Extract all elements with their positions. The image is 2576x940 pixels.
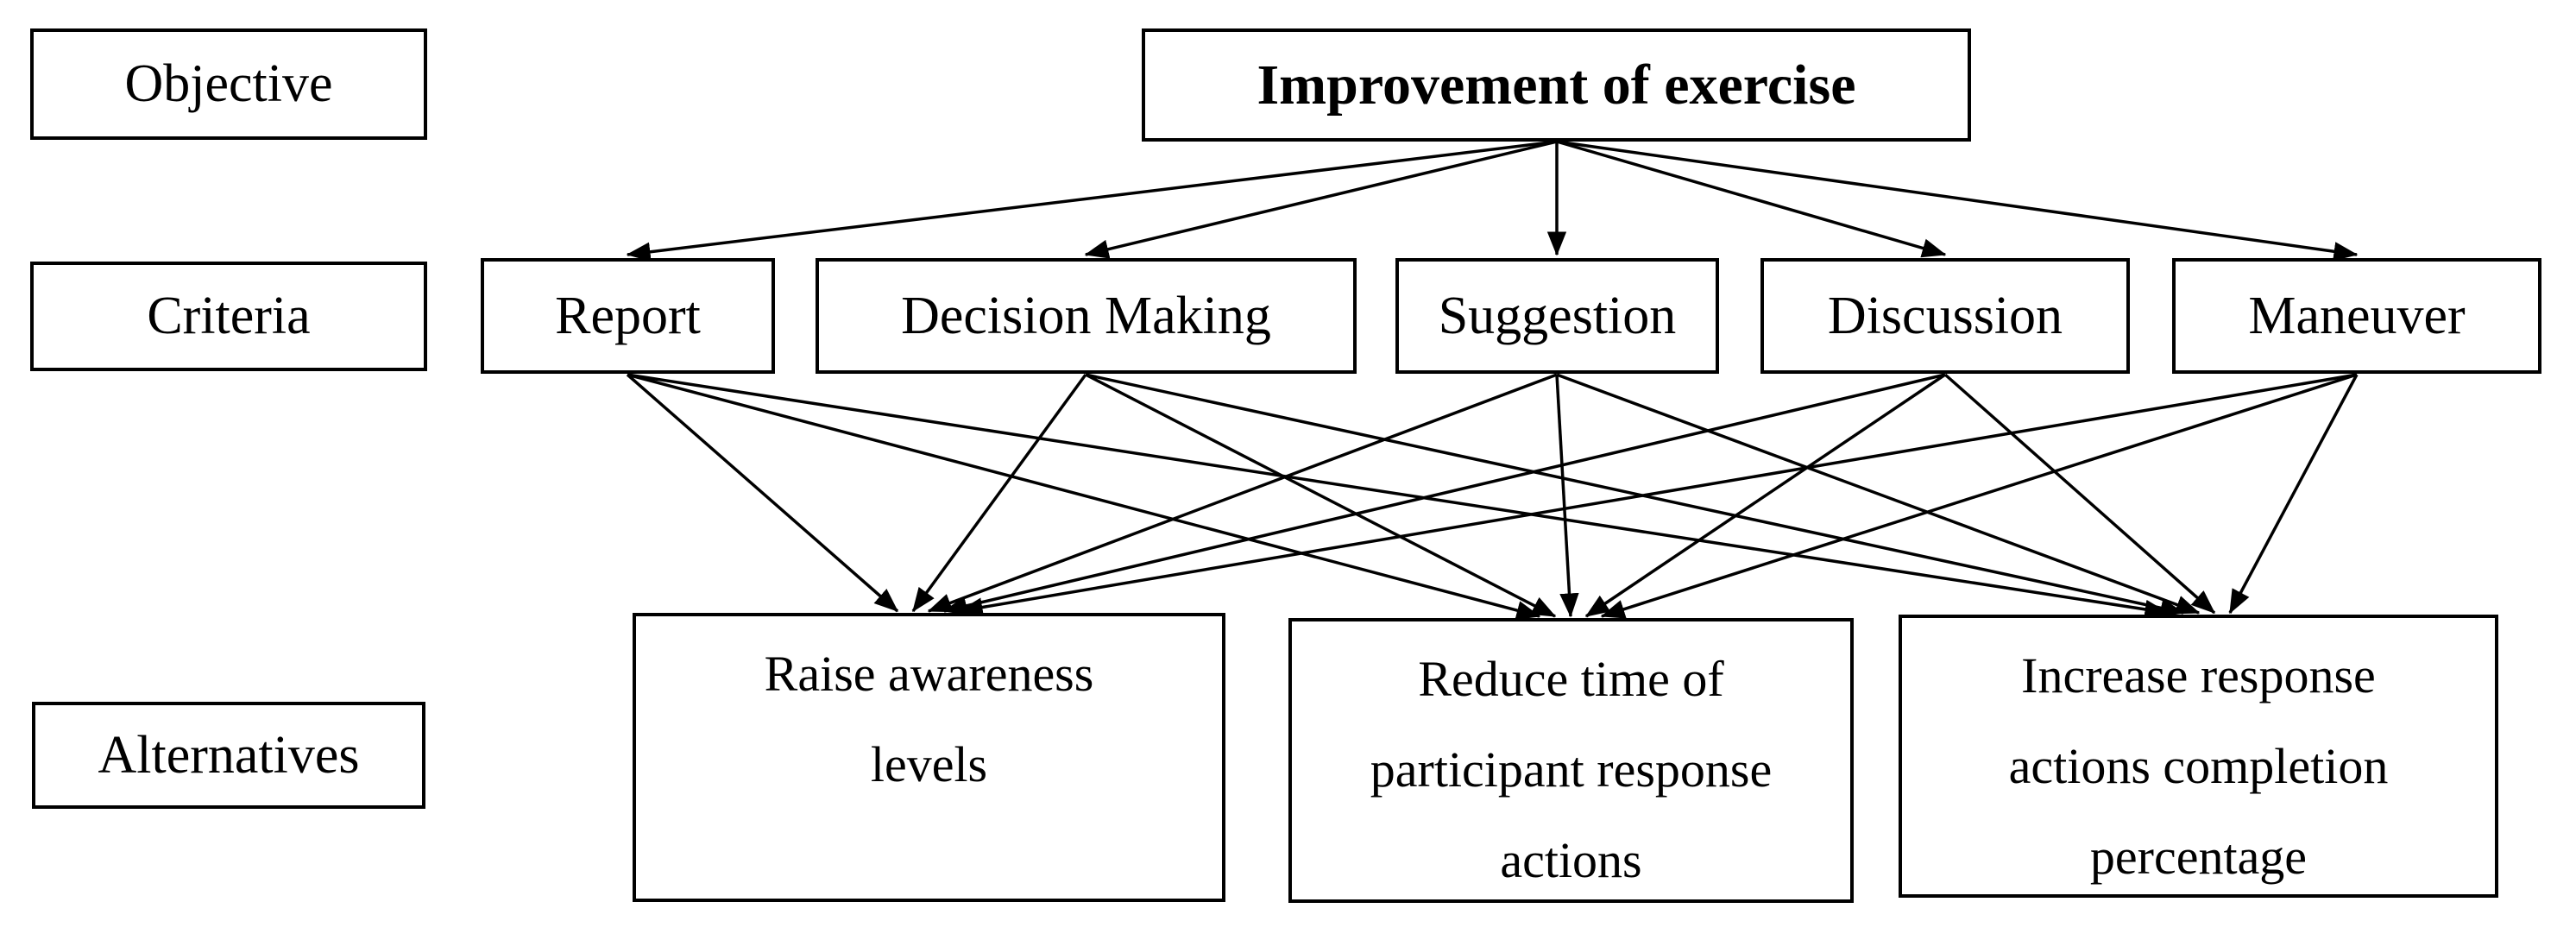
- arrow-objective-to-report: [626, 140, 1558, 262]
- objective-label: Improvement of exercise: [1257, 53, 1856, 117]
- row-label-objective: Objective: [124, 54, 333, 113]
- arrow-objective-to-maneuver: [1556, 140, 2359, 262]
- arrow-suggestion-to-reduce-time: [1555, 374, 1579, 618]
- criteria-node-suggestion: Suggestion: [1395, 258, 1719, 374]
- alternative-label-raise-awareness: Raise awareness levels: [764, 646, 1094, 792]
- row-label-objective-box: Objective: [30, 28, 427, 140]
- arrow-maneuver-to-raise-awareness: [958, 373, 2358, 617]
- criteria-label-suggestion: Suggestion: [1438, 286, 1677, 345]
- criteria-node-maneuver: Maneuver: [2172, 258, 2541, 374]
- arrow-discussion-to-reduce-time: [1584, 373, 1946, 618]
- arrow-suggestion-to-raise-awareness: [927, 373, 1558, 613]
- arrow-report-to-reduce-time: [627, 373, 1541, 621]
- arrow-decision-making-to-increase-completion: [1085, 373, 2185, 618]
- arrow-objective-to-discussion: [1556, 140, 1947, 258]
- arrow-report-to-increase-completion: [627, 373, 2170, 620]
- criteria-node-discussion: Discussion: [1760, 258, 2130, 374]
- alternative-label-reduce-time: Reduce time of participant response acti…: [1370, 651, 1773, 888]
- arrow-suggestion-to-increase-completion: [1556, 373, 2201, 615]
- criteria-label-decision-making: Decision Making: [901, 286, 1271, 345]
- arrow-maneuver-to-reduce-time: [1600, 373, 2358, 619]
- criteria-label-report: Report: [555, 286, 701, 345]
- alternative-node-increase-completion: Increase response actions completion per…: [1899, 615, 2498, 898]
- arrow-objective-to-decision-making: [1084, 140, 1558, 259]
- arrow-report-to-raise-awareness: [626, 373, 899, 613]
- row-label-criteria-box: Criteria: [30, 262, 427, 371]
- row-label-alternatives-box: Alternatives: [32, 702, 425, 809]
- criteria-label-discussion: Discussion: [1827, 286, 2063, 345]
- alternative-node-raise-awareness: Raise awareness levels: [633, 613, 1225, 902]
- arrow-decision-making-to-reduce-time: [1085, 373, 1557, 618]
- arrow-discussion-to-raise-awareness: [942, 373, 1946, 615]
- arrow-decision-making-to-raise-awareness: [911, 373, 1087, 613]
- alternative-node-reduce-time: Reduce time of participant response acti…: [1288, 618, 1854, 903]
- criteria-node-report: Report: [481, 258, 775, 374]
- row-label-criteria: Criteria: [147, 287, 311, 345]
- arrow-maneuver-to-increase-completion: [2228, 374, 2359, 615]
- criteria-label-maneuver: Maneuver: [2248, 286, 2466, 345]
- criteria-node-decision-making: Decision Making: [816, 258, 1357, 374]
- arrow-discussion-to-increase-completion: [1943, 373, 2216, 615]
- row-label-alternatives: Alternatives: [98, 725, 360, 785]
- alternative-label-increase-completion: Increase response actions completion per…: [2008, 647, 2389, 885]
- objective-node: Improvement of exercise: [1142, 28, 1971, 142]
